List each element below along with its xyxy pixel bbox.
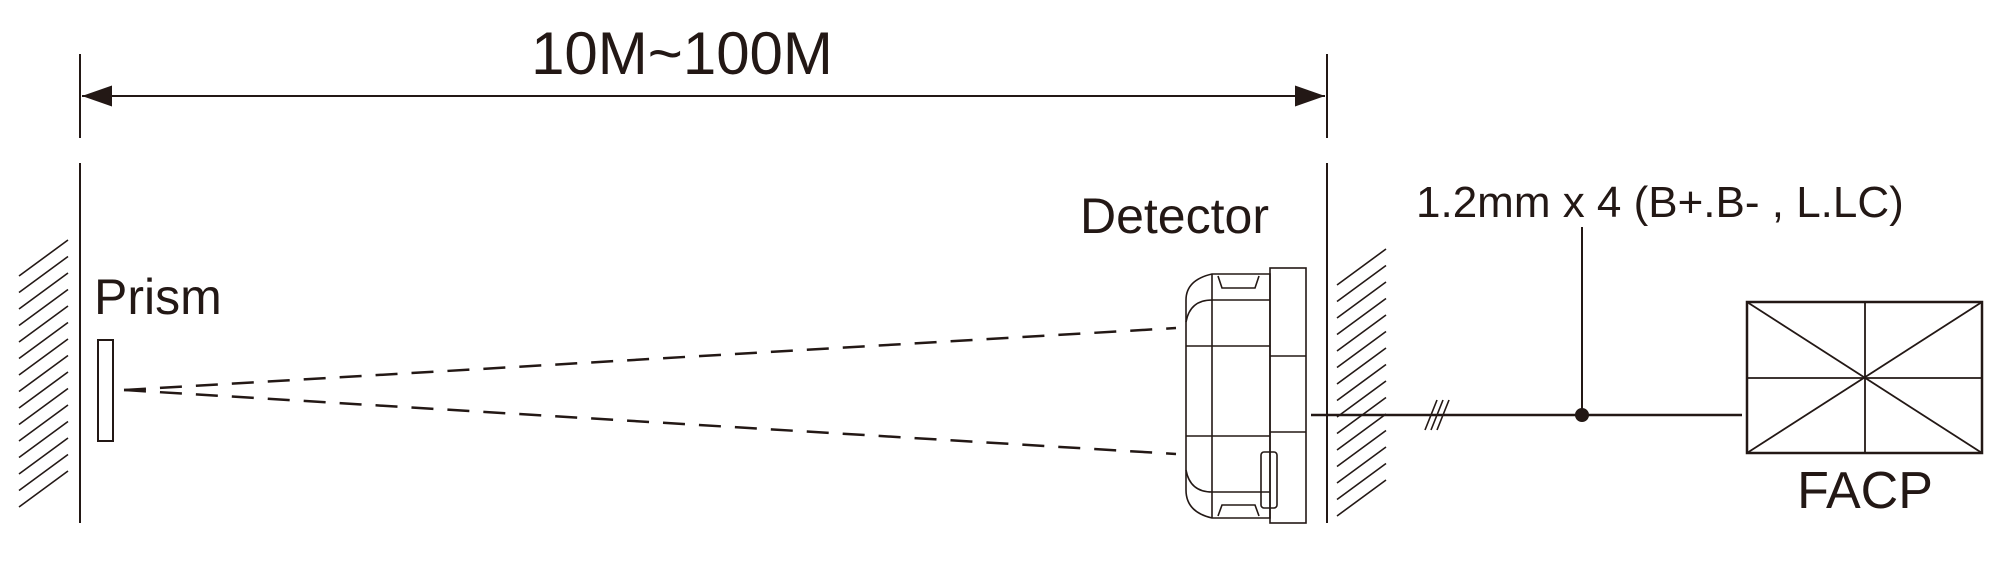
right-wall-hatch — [1336, 248, 1387, 517]
hatch-line — [18, 239, 69, 277]
hatch-line — [18, 437, 69, 475]
hatch-line — [1336, 281, 1387, 319]
cable-count-slashes — [1424, 399, 1450, 431]
detector — [1185, 267, 1307, 524]
hatch-line — [18, 255, 69, 294]
hatch-line — [18, 453, 69, 492]
detector-label: Detector — [1080, 188, 1269, 244]
hatch-line — [1336, 413, 1387, 451]
prism — [97, 339, 114, 442]
hatch-line — [18, 387, 69, 426]
hatch-line — [1336, 264, 1387, 303]
beam-dashes — [123, 326, 1177, 456]
hatch-line — [18, 371, 69, 409]
hatch-line — [1336, 363, 1387, 402]
hatch-line — [18, 305, 69, 343]
hatch-line — [1336, 462, 1387, 501]
hatch-line — [1336, 314, 1387, 352]
hatch-line — [18, 404, 69, 442]
hatch-line — [1336, 330, 1387, 369]
hatch-line — [18, 470, 69, 508]
prism-label: Prism — [94, 269, 222, 325]
cable-junction-dot — [1575, 408, 1589, 422]
hatch-line — [18, 272, 69, 310]
hatch-line — [18, 338, 69, 376]
hatch-line — [1336, 297, 1387, 336]
hatch-line — [1336, 347, 1387, 385]
hatch-line — [18, 288, 69, 327]
hatch-line — [18, 420, 69, 459]
hatch-line — [1336, 446, 1387, 484]
hatch-line — [1336, 380, 1387, 418]
distance-label: 10M~100M — [531, 20, 833, 87]
facp-label: FACP — [1797, 462, 1933, 520]
hatch-line — [18, 354, 69, 393]
left-wall-hatch — [18, 239, 69, 508]
cable-label: 1.2mm x 4 (B+.B- , L.LC) — [1416, 178, 1904, 227]
hatch-line — [1336, 479, 1387, 517]
hatch-line — [18, 321, 69, 360]
facp-panel — [1745, 300, 1984, 455]
hatch-line — [1336, 248, 1387, 286]
hatch-line — [1336, 429, 1387, 468]
